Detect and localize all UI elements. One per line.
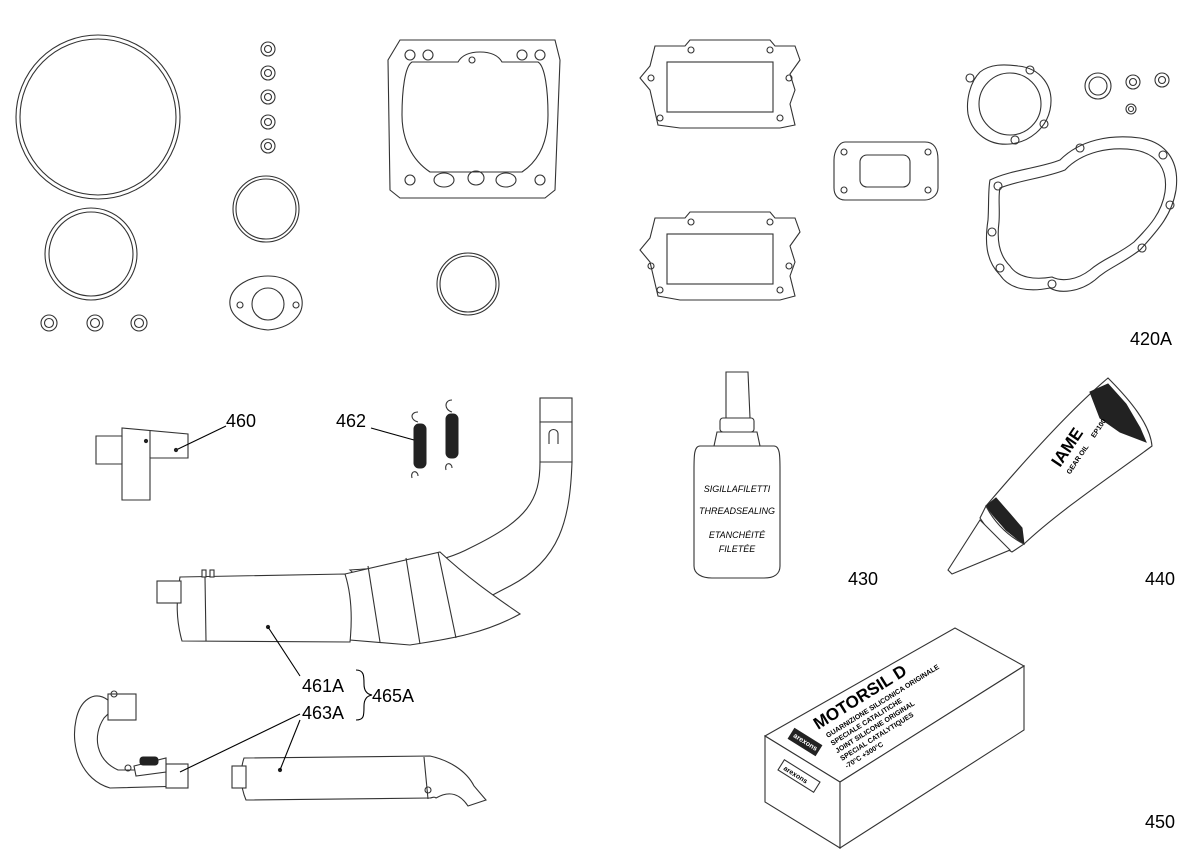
label-silicone: 450	[1145, 812, 1175, 832]
thread-sealant-bottle: SIGILLAFILETTI THREADSEALING ETANCHÉITÉ …	[693, 371, 781, 579]
label-thread-sealing: 430	[848, 569, 878, 589]
bottle-text-3: ETANCHÉITÉ	[709, 530, 766, 540]
manifold-gasket	[833, 141, 939, 201]
exhaust-bracket	[95, 425, 227, 501]
exhaust-system-a	[156, 397, 573, 677]
label-exhaust-a: 461A	[302, 676, 344, 696]
reed-gasket-bottom	[639, 211, 801, 301]
reed-gasket-top	[639, 39, 801, 129]
bottle-text-2: THREADSEALING	[699, 506, 775, 516]
label-exhaust-b: 463A	[302, 703, 344, 723]
label-exhaust-set: 465A	[372, 686, 414, 706]
exhaust-flange-gasket	[229, 275, 303, 331]
silicone-sealant-box: MOTORSIL D GUARNIZIONE SILICONICA ORIGIN…	[763, 627, 1026, 850]
washer-column	[260, 41, 276, 154]
label-gasket-kit: 420A	[1130, 329, 1172, 349]
label-springs: 462	[336, 411, 366, 431]
small-washers-right	[1084, 72, 1170, 115]
clutch-cover-gasket	[965, 64, 1052, 145]
crankcase-gasket	[985, 136, 1178, 292]
bottle-text-1: SIGILLAFILETTI	[704, 484, 771, 494]
o-ring-small	[436, 252, 500, 316]
gear-oil-tube: IAME GEAR OIL EP100	[947, 377, 1153, 575]
exhaust-springs	[370, 399, 459, 479]
large-o-ring	[15, 34, 181, 200]
bottle-text-4: FILETÉE	[719, 544, 757, 554]
cylinder-base-gasket	[387, 39, 561, 199]
medium-o-ring	[44, 207, 138, 301]
exhaust-system-b	[73, 690, 487, 807]
label-bracket: 460	[226, 411, 256, 431]
o-ring-center	[232, 175, 300, 243]
gasket-kit	[15, 34, 1178, 332]
small-washers-left	[40, 314, 148, 332]
exhaust-set-brace	[355, 669, 373, 721]
label-gear-oil: 440	[1145, 569, 1175, 589]
